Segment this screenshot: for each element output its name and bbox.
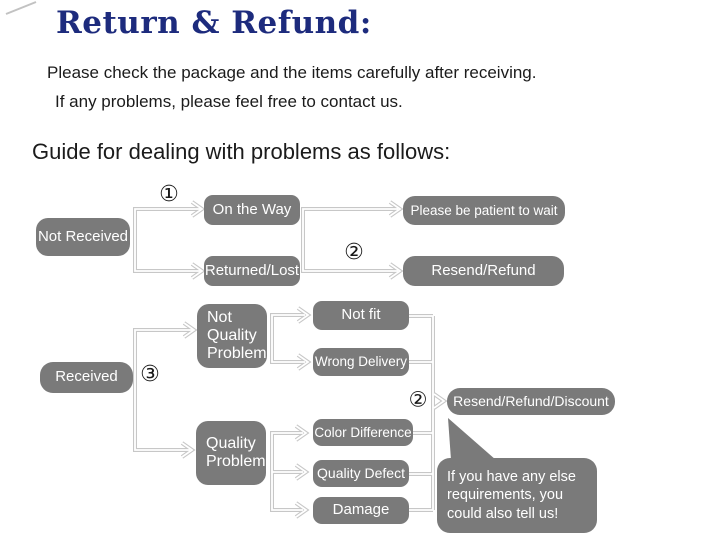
intro-line-1: Please check the package and the items c… xyxy=(47,63,537,82)
step-1-badge: ① xyxy=(159,182,179,207)
node-please-be-patient: Please be patient to wait xyxy=(403,196,565,225)
node-damage: Damage xyxy=(313,497,409,524)
node-received: Received xyxy=(40,362,133,393)
note-bubble: If you have any else requirements, you c… xyxy=(437,458,597,533)
intro-line-2: If any problems, please feel free to con… xyxy=(55,92,403,111)
corner-artifact-line xyxy=(5,1,37,15)
node-wrong-delivery: Wrong Delivery xyxy=(313,348,409,376)
node-not-received: Not Received xyxy=(36,218,130,256)
node-not-fit: Not fit xyxy=(313,301,409,330)
node-color-difference: Color Difference xyxy=(313,419,413,446)
bubble-tail xyxy=(448,418,496,460)
node-not-quality-problem: Not Quality Problem xyxy=(197,304,267,368)
step-2-badge-upper: ② xyxy=(344,240,364,265)
node-resend-refund-discount: Resend/Refund/Discount xyxy=(447,388,615,415)
page-title: Return & Refund: xyxy=(56,5,372,41)
step-2-badge-lower: ② xyxy=(408,387,428,412)
connector-lines-core xyxy=(134,201,446,518)
node-on-the-way: On the Way xyxy=(204,195,300,225)
node-quality-problem: Quality Problem xyxy=(196,421,266,485)
node-resend-refund: Resend/Refund xyxy=(403,256,564,286)
step-3-badge: ③ xyxy=(140,362,160,387)
node-returned-lost: Returned/Lost xyxy=(204,256,300,286)
guide-heading: Guide for dealing with problems as follo… xyxy=(32,139,451,164)
node-quality-defect: Quality Defect xyxy=(313,460,409,487)
